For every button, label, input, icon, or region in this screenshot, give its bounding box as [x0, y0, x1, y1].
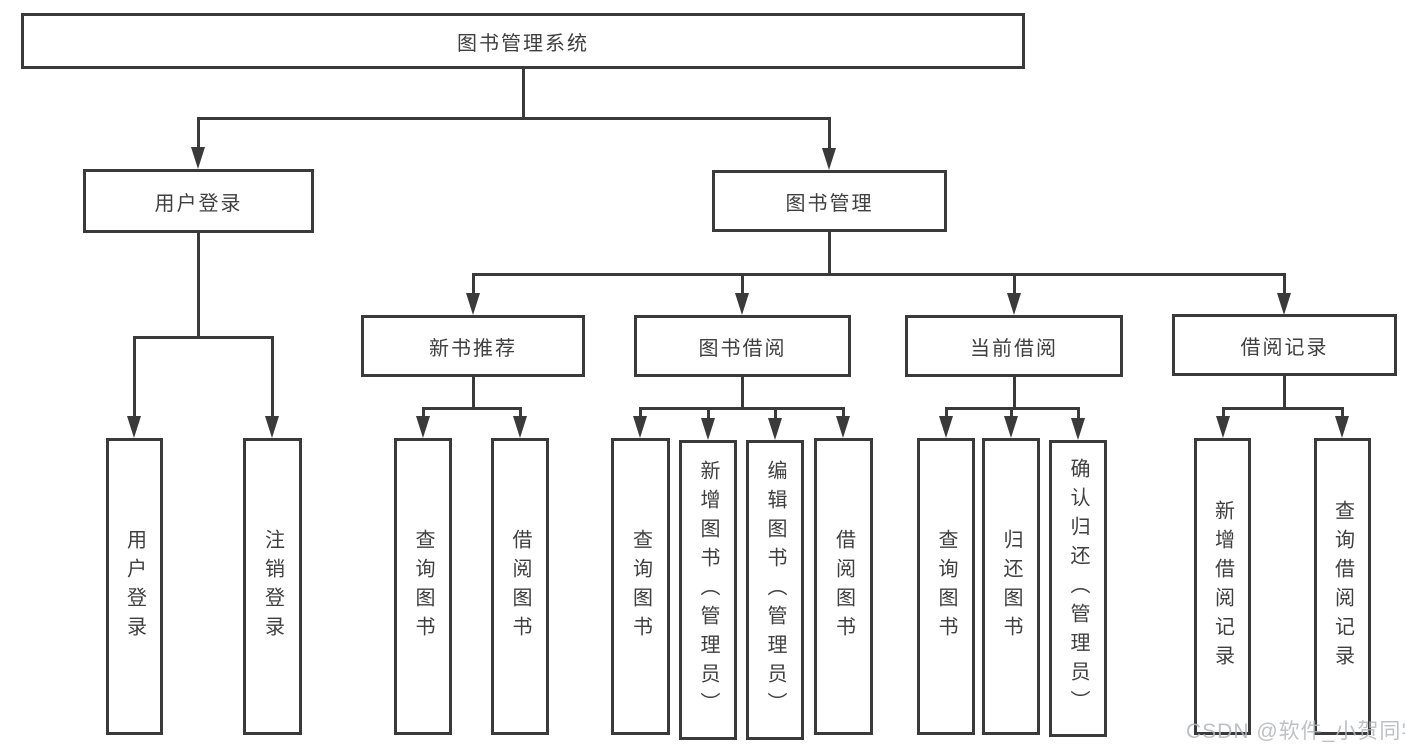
arrow-down-icon: [191, 147, 205, 169]
node-label: 查询图书: [412, 528, 434, 645]
node-label: 新增借阅记录: [1211, 499, 1234, 674]
node-user-login: 用户登录: [83, 169, 314, 233]
node-new-book-recommend: 新书推荐: [361, 315, 585, 377]
connector-line: [1077, 407, 1080, 418]
connector-line: [1013, 377, 1016, 407]
connector-line: [774, 407, 777, 418]
arrow-down-icon: [768, 418, 782, 440]
connector-line: [1222, 407, 1344, 410]
node-book-borrowing: 图书借阅: [634, 315, 851, 377]
connector-line: [1222, 407, 1225, 418]
node-query-borrow-record: 查询借阅记录: [1314, 438, 1371, 735]
arrow-down-icon: [1277, 293, 1291, 315]
connector-line: [1283, 376, 1286, 407]
node-label: 新书推荐: [429, 337, 517, 360]
connector-line: [271, 336, 274, 418]
node-query-book-recommend: 查询图书: [394, 438, 452, 735]
arrow-down-icon: [1335, 416, 1349, 438]
node-label: 查询图书: [629, 528, 652, 645]
connector-line: [639, 407, 642, 418]
connector-line: [828, 232, 831, 273]
connector-line: [422, 407, 425, 418]
connector-line: [1283, 273, 1286, 295]
node-label: 图书管理系统: [457, 32, 589, 55]
connector-line: [133, 336, 136, 418]
arrow-down-icon: [513, 416, 527, 438]
node-label: 当前借阅: [970, 337, 1058, 360]
node-label: 用户登录: [154, 192, 243, 215]
arrow-down-icon: [1007, 293, 1021, 315]
node-return-book: 归还图书: [982, 438, 1040, 735]
node-label: 借阅图书: [509, 528, 531, 645]
node-label: 新增图书（管理员）: [697, 459, 719, 721]
connector-line: [639, 407, 844, 410]
csdn-watermark: CSDN @软件_小贺同学: [1186, 720, 1405, 743]
connector-line: [519, 407, 522, 418]
node-label: 注销登录: [261, 528, 284, 645]
arrow-down-icon: [265, 416, 279, 438]
node-label: 查询图书: [935, 528, 957, 645]
connector-line: [741, 377, 744, 407]
node-label: 图书管理: [785, 192, 874, 215]
arrow-down-icon: [127, 416, 141, 438]
arrow-down-icon: [1071, 418, 1085, 440]
arrow-down-icon: [822, 148, 836, 170]
arrow-down-icon: [1216, 416, 1230, 438]
node-label: 用户登录: [123, 528, 146, 645]
connector-line: [472, 377, 475, 407]
arrow-down-icon: [1004, 416, 1018, 438]
arrow-down-icon: [701, 418, 715, 440]
node-label: 借阅图书: [832, 528, 855, 645]
connector-line: [828, 117, 831, 149]
node-logout: 注销登录: [243, 438, 302, 735]
connector-line: [945, 407, 948, 418]
connector-line: [707, 407, 710, 418]
node-confirm-return-admin: 确认归还（管理员）: [1049, 440, 1107, 737]
connector-line: [842, 407, 845, 418]
connector-line: [422, 407, 521, 410]
node-label: 确认归还（管理员）: [1067, 458, 1089, 719]
connector-line: [197, 117, 831, 120]
node-current-borrowing: 当前借阅: [905, 315, 1123, 377]
node-borrowing-records: 借阅记录: [1172, 314, 1397, 376]
node-borrow-book: 借阅图书: [814, 438, 873, 735]
node-query-book-current: 查询图书: [917, 438, 975, 735]
node-user-login-leaf: 用户登录: [106, 438, 163, 735]
arrow-down-icon: [836, 416, 850, 438]
arrow-down-icon: [416, 416, 430, 438]
connector-line: [1341, 407, 1344, 418]
node-add-book-admin: 新增图书（管理员）: [679, 440, 737, 740]
connector-line: [1010, 407, 1013, 418]
node-label: 查询借阅记录: [1331, 499, 1354, 674]
node-query-book-borrowing: 查询图书: [611, 438, 670, 735]
node-label: 图书借阅: [698, 337, 787, 360]
node-edit-book-admin: 编辑图书（管理员）: [746, 440, 804, 740]
arrow-down-icon: [633, 416, 647, 438]
connector-line: [133, 336, 274, 339]
arrow-down-icon: [466, 293, 480, 315]
node-label: 归还图书: [1000, 528, 1022, 645]
node-borrow-book-recommend: 借阅图书: [491, 438, 549, 735]
node-add-borrow-record: 新增借阅记录: [1194, 438, 1251, 735]
arrow-down-icon: [735, 293, 749, 315]
connector-line: [472, 273, 475, 295]
node-book-management: 图书管理: [712, 170, 947, 232]
connector-line: [1013, 273, 1016, 295]
connector-line: [472, 273, 1285, 276]
node-label: 借阅记录: [1240, 336, 1329, 359]
connector-line: [522, 69, 525, 117]
connector-line: [197, 233, 200, 336]
connector-line: [197, 117, 200, 149]
connector-line: [741, 273, 744, 295]
node-root: 图书管理系统: [21, 13, 1025, 69]
node-label: 编辑图书（管理员）: [764, 459, 786, 721]
arrow-down-icon: [939, 416, 953, 438]
